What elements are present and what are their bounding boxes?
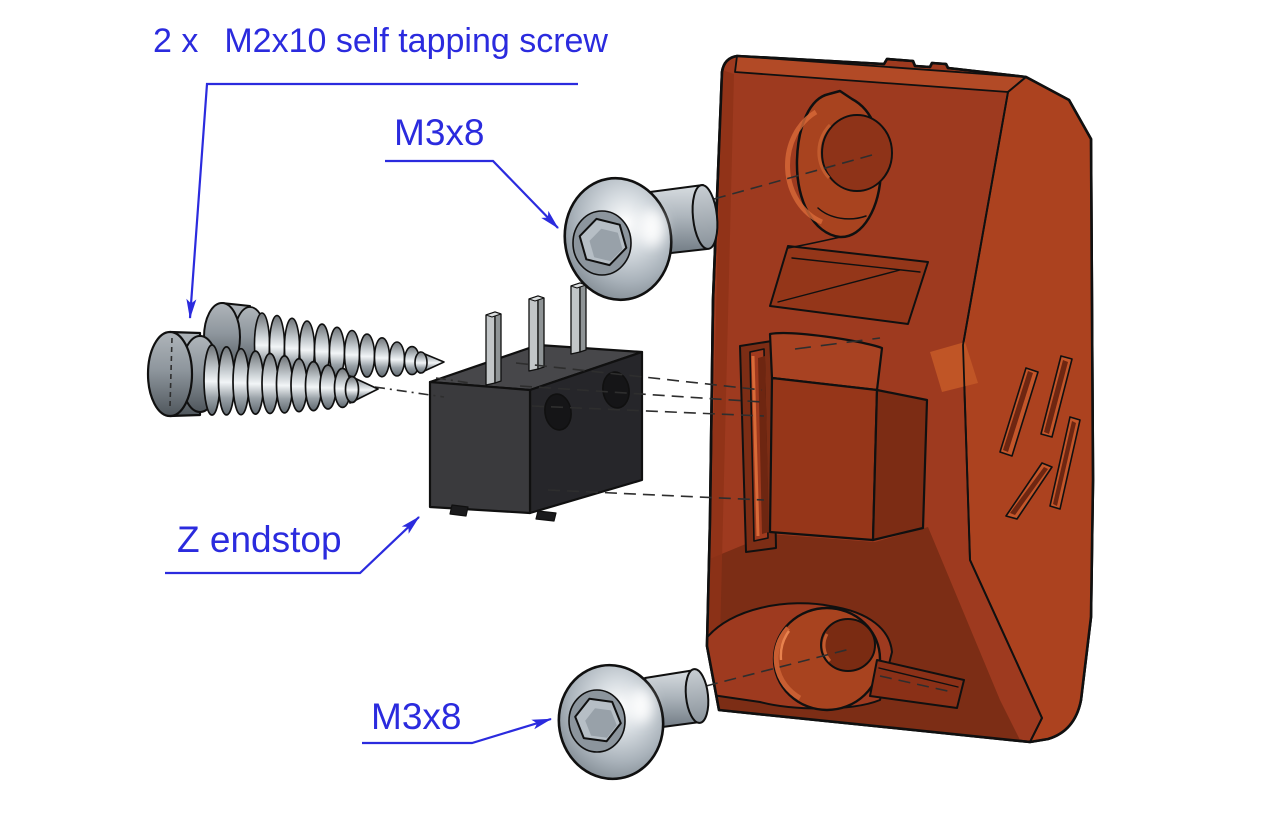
leader-z-endstop xyxy=(165,516,420,575)
callout-text: M3x8 xyxy=(394,112,485,153)
callout-z-endstop-label: Z endstop xyxy=(177,519,342,560)
callout-text: Z endstop xyxy=(177,519,342,560)
endstop-pins xyxy=(485,282,587,386)
bracket-endstop-boss xyxy=(768,332,929,542)
self-tapping-screw-rear xyxy=(203,302,445,379)
bracket-top-screw-hole xyxy=(785,89,893,239)
callout-text: M3x8 xyxy=(371,696,462,737)
alignment-axis-lines xyxy=(374,154,953,693)
leader-self-tapping xyxy=(186,82,578,319)
m3x8-screw-bottom xyxy=(557,663,710,781)
callout-m3x8-top-label: M3x8 xyxy=(394,112,485,153)
callout-leaders xyxy=(165,82,578,745)
m3x8-screw-top xyxy=(563,176,719,302)
leader-m3x8-top xyxy=(385,159,559,229)
bracket-bottom-screw-hole xyxy=(707,602,965,712)
endstop-mounting-holes xyxy=(544,371,630,431)
self-tapping-screws xyxy=(146,302,445,418)
callout-quantity: 2 x xyxy=(153,22,199,60)
leader-m3x8-bottom xyxy=(362,717,552,745)
callout-text: M2x10 self tapping screw xyxy=(224,22,608,60)
bracket-vent-slots xyxy=(999,355,1081,520)
callout-m3x8-bottom-label: M3x8 xyxy=(371,696,462,737)
printed-bracket xyxy=(705,54,1095,744)
self-tapping-screw-front xyxy=(146,330,379,418)
z-endstop-switch xyxy=(428,282,644,522)
callout-self-tapping-label: 2 x M2x10 self tapping screw xyxy=(153,22,608,60)
